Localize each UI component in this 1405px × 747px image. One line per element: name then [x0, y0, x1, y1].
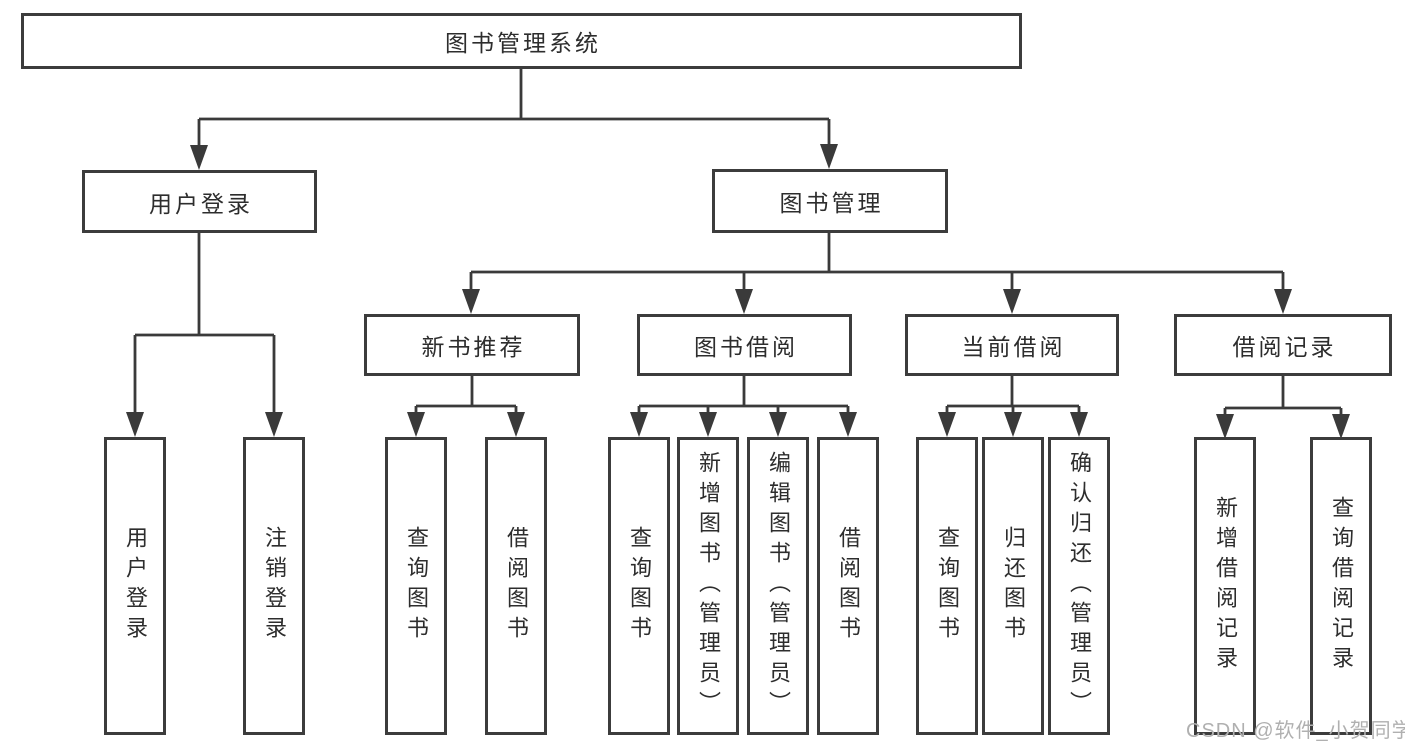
node-label: 查询图书	[935, 526, 960, 646]
node-query-book-recommend: 查询图书	[385, 437, 447, 735]
node-label: 当前借阅	[961, 334, 1066, 360]
node-query-book-current: 查询图书	[916, 437, 978, 735]
node-label: 编辑图书（管理员）	[766, 451, 791, 721]
node-label: 归还图书	[1001, 526, 1026, 646]
node-user-login: 用户登录	[104, 437, 166, 735]
node-label: 确认归还（管理员）	[1067, 451, 1092, 721]
node-add-book-admin: 新增图书（管理员）	[677, 437, 739, 735]
node-edit-book-admin: 编辑图书（管理员）	[747, 437, 809, 735]
node-query-borrow-record: 查询借阅记录	[1310, 437, 1372, 735]
node-label: 用户登录	[123, 526, 148, 646]
node-borrow-record: 借阅记录	[1174, 314, 1392, 376]
node-current-borrow: 当前借阅	[905, 314, 1119, 376]
node-add-borrow-record: 新增借阅记录	[1194, 437, 1256, 735]
node-library-system: 图书管理系统	[21, 13, 1022, 69]
node-query-book-borrow: 查询图书	[608, 437, 670, 735]
node-label: 图书管理系统	[445, 30, 601, 56]
node-borrow-book: 借阅图书	[817, 437, 879, 735]
node-label: 注销登录	[262, 526, 287, 646]
node-new-book-recommend: 新书推荐	[364, 314, 580, 376]
node-label: 用户登录	[149, 190, 253, 217]
watermark-text: CSDN @软件_小贺同学	[1186, 720, 1405, 742]
node-book-borrow: 图书借阅	[637, 314, 852, 376]
node-label: 图书管理	[779, 190, 884, 216]
node-label: 借阅记录	[1232, 334, 1337, 360]
node-label: 新增图书（管理员）	[696, 451, 721, 721]
node-label: 查询图书	[627, 526, 652, 646]
node-return-book: 归还图书	[982, 437, 1044, 735]
node-user-login-module: 用户登录	[82, 170, 317, 233]
node-label: 查询借阅记录	[1329, 496, 1354, 676]
node-confirm-return-admin: 确认归还（管理员）	[1048, 437, 1110, 735]
node-label: 图书借阅	[694, 334, 798, 360]
node-label: 新书推荐	[421, 334, 526, 360]
node-logout: 注销登录	[243, 437, 305, 735]
node-label: 查询图书	[404, 526, 429, 646]
node-label: 借阅图书	[836, 526, 861, 646]
node-borrow-book-recommend: 借阅图书	[485, 437, 547, 735]
node-label: 新增借阅记录	[1213, 496, 1238, 676]
node-book-management: 图书管理	[712, 169, 948, 233]
node-label: 借阅图书	[504, 526, 529, 646]
